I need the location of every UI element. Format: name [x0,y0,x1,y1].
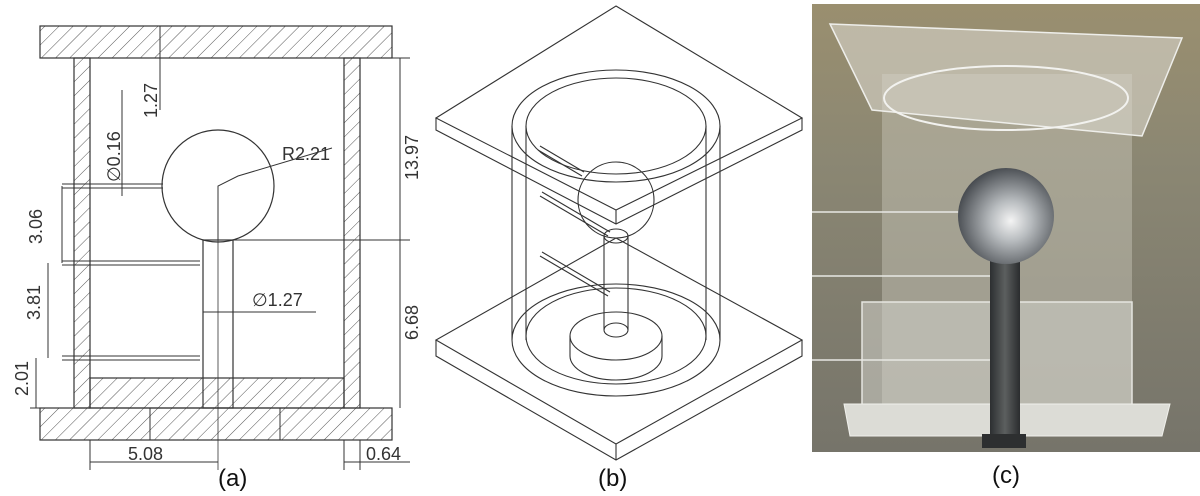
sphere-iso [577,161,655,239]
caption-a: (a) [218,465,247,492]
base-ring-iso [569,311,663,381]
dim-rod-height: 6.68 [402,305,422,340]
top-plate-iso [434,5,804,225]
dim-rod-dia: ∅1.27 [252,290,303,310]
dim-ball-radius: R2.21 [282,144,330,164]
nut-photo [982,434,1026,448]
wires-photo [812,211,1002,361]
caption-b: (b) [598,465,627,492]
caption-c: (c) [992,462,1020,489]
right-wall [343,57,361,409]
dim-wire-spacing-low: 2.01 [12,361,32,396]
bottom-plate [39,407,393,441]
wires-iso [537,145,611,297]
rod-photo [990,252,1020,442]
isometric-svg: (b) [434,5,804,492]
panel-b-isometric-view: (b) [420,0,810,496]
dim-wall-thickness: 0.64 [366,444,401,464]
rod-iso [603,228,629,338]
dim-wire-spacing-mid: 3.81 [24,285,44,320]
sphere-photo [958,168,1054,264]
left-wall [73,57,91,409]
bottom-plate-iso [434,237,804,461]
top-plate [39,25,393,59]
dim-top-gap: 1.27 [141,83,161,118]
panel-c-photograph [812,4,1200,452]
cylinder-iso [511,69,721,397]
section-drawing-svg: 1.27 ∅0.16 R2.21 13.97 3.06 3.81 2.01 ∅1… [12,25,422,492]
radius-leader [217,147,333,240]
dim-inner-radius: 5.08 [128,444,163,464]
dim-wire-dia: ∅0.16 [104,131,124,182]
wires [62,183,200,361]
dim-wire-spacing-upper: 3.06 [26,209,46,244]
panel-a-section-drawing: 1.27 ∅0.16 R2.21 13.97 3.06 3.81 2.01 ∅1… [0,0,430,496]
photo-svg [812,4,1200,452]
dim-total-height: 13.97 [402,135,422,180]
top-plate-photo [828,23,1184,137]
base-block [89,377,345,409]
